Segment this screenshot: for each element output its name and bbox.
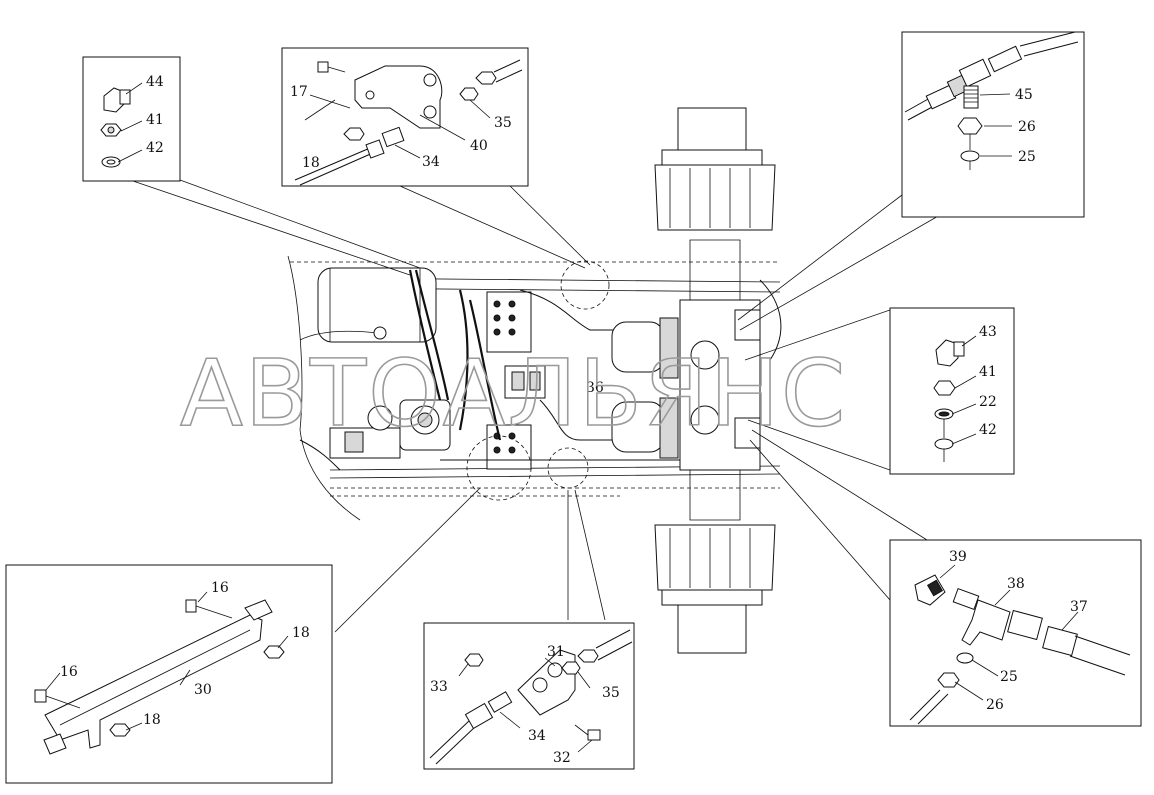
- detail-box-top-middle: 17 18 34 40 35: [281, 47, 529, 187]
- callout-26: 26: [1018, 119, 1036, 135]
- callout-32: 32: [553, 750, 571, 766]
- callout-17: 17: [290, 84, 308, 100]
- callout-43: 43: [979, 324, 997, 340]
- callout-18: 18: [302, 155, 320, 171]
- callout-16: 16: [211, 580, 229, 596]
- callout-18-lower: 18: [143, 712, 161, 728]
- detail-box-top-left: 44 41 42: [82, 56, 181, 182]
- callout-33: 33: [430, 679, 448, 695]
- callout-25: 25: [1000, 669, 1018, 685]
- callout-31: 31: [547, 644, 565, 660]
- detail-box-bottom-middle: 33 31 35 34 32: [423, 622, 635, 770]
- callout-37: 37: [1070, 599, 1088, 615]
- callout-45: 45: [1015, 87, 1033, 103]
- callout-38: 38: [1007, 576, 1025, 592]
- callout-41: 41: [146, 112, 164, 128]
- callout-34: 34: [422, 154, 440, 170]
- detail-box-top-right: 45 26 25: [901, 31, 1085, 218]
- callout-34: 34: [528, 728, 546, 744]
- callout-39: 39: [949, 549, 967, 565]
- callout-42: 42: [979, 422, 997, 438]
- detail-box-right-middle: 43 41 22 42: [889, 307, 1015, 475]
- callout-18: 18: [292, 625, 310, 641]
- callout-44: 44: [146, 74, 164, 90]
- callout-26: 26: [986, 697, 1004, 713]
- callout-42: 42: [146, 140, 164, 156]
- callout-36: 36: [586, 380, 604, 396]
- callout-16-lower: 16: [60, 664, 78, 680]
- callout-41: 41: [979, 364, 997, 380]
- callout-25: 25: [1018, 149, 1036, 165]
- detail-box-bottom-right: 39 38 37 25 26: [889, 539, 1142, 727]
- watermark: АВТОАЛЬЯНС: [180, 340, 847, 447]
- detail-box-bottom-left: 16 18 16 30 18: [5, 564, 333, 784]
- callout-40: 40: [470, 138, 488, 154]
- callout-22: 22: [979, 394, 997, 410]
- callout-35: 35: [602, 685, 620, 701]
- callout-30: 30: [194, 682, 212, 698]
- main-assembly: 36: [287, 107, 782, 654]
- leader-lines: [129, 179, 941, 633]
- callout-35: 35: [494, 115, 512, 131]
